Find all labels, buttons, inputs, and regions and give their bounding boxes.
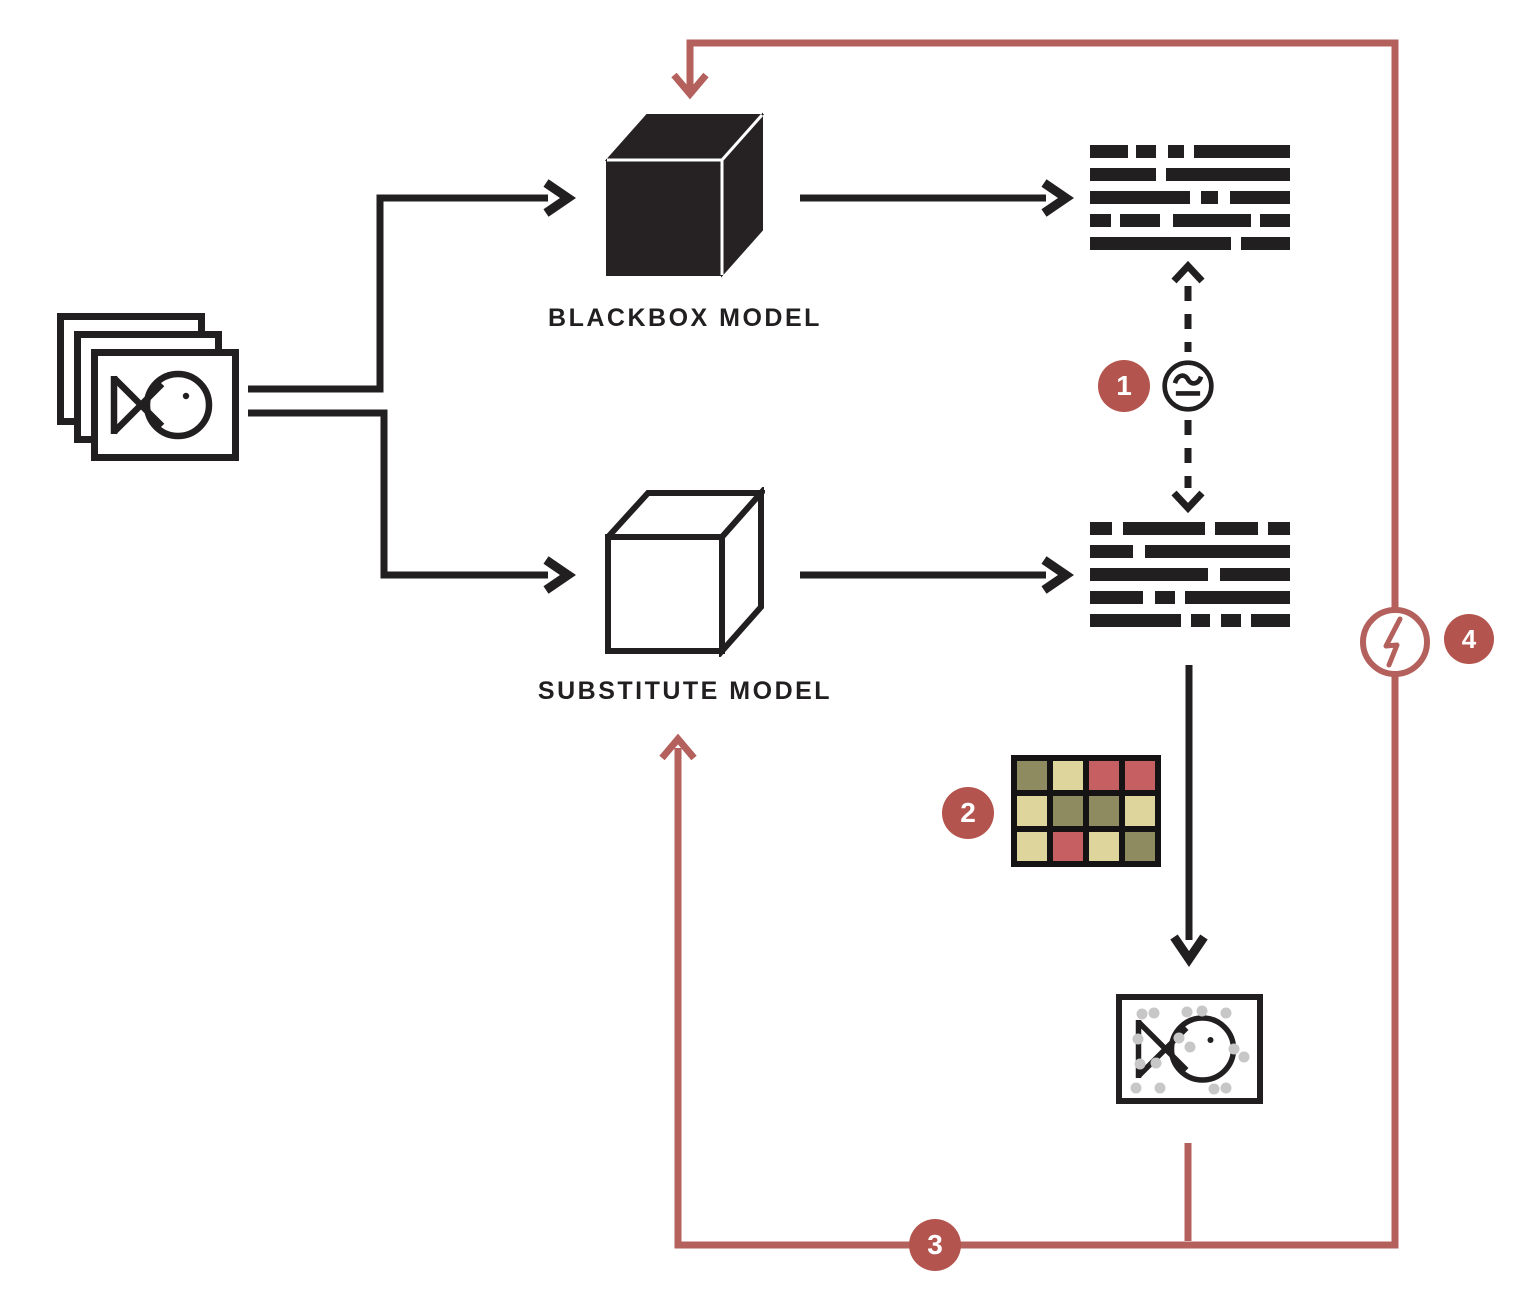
substitute-model-label: SUBSTITUTE MODEL — [537, 677, 833, 705]
noise-dot — [1148, 1007, 1160, 1019]
noise-dot — [1228, 1043, 1240, 1055]
text-bar-row — [1090, 168, 1290, 181]
perturbation-heatmap — [1011, 755, 1161, 867]
text-bar-row — [1090, 568, 1290, 581]
noise-dot — [1220, 1007, 1232, 1019]
text-bar-row — [1090, 591, 1290, 604]
text-bar-row — [1090, 191, 1290, 204]
step-1-badge: 1 — [1098, 360, 1150, 412]
text-bar-row — [1090, 614, 1290, 627]
heatmap-cell-olive — [1125, 831, 1155, 861]
noise-dot — [1150, 1057, 1162, 1069]
image-frame-front — [91, 349, 239, 461]
noise-dot — [1184, 1041, 1195, 1053]
input-to-substitute-connector — [248, 409, 548, 579]
noise-dot — [1181, 1006, 1193, 1018]
arrowhead-icon — [659, 733, 697, 761]
arrowhead-icon — [543, 556, 576, 594]
arrowhead-icon — [1041, 556, 1074, 594]
text-bar-row — [1090, 214, 1290, 227]
noise-dot — [1238, 1051, 1249, 1063]
arrowhead-icon — [1171, 260, 1205, 284]
heatmap-cell-olive — [1017, 761, 1047, 791]
noise-dot — [1132, 1033, 1144, 1045]
fish-icon — [110, 370, 213, 440]
heatmap-cell-olive — [1053, 796, 1083, 826]
approx-equal-icon — [1160, 358, 1216, 414]
heatmap-cell-khaki — [1017, 796, 1047, 826]
noise-dot — [1220, 1082, 1232, 1094]
substitute-output-text — [1090, 522, 1290, 627]
noise-dot — [1130, 1082, 1141, 1094]
noise-dot — [1154, 1082, 1166, 1094]
text-bar-row — [1090, 545, 1290, 558]
heatmap-cell-khaki — [1017, 831, 1047, 861]
heatmap-cell-olive — [1089, 796, 1119, 826]
arrowhead-icon — [1170, 934, 1208, 967]
lightning-bolt-icon — [1360, 607, 1430, 677]
noise-dot — [1208, 1083, 1220, 1095]
arrowhead-icon — [1041, 179, 1074, 217]
noise-dot — [1136, 1008, 1148, 1020]
heatmap-cell-red — [1089, 761, 1119, 791]
noise-dot — [1134, 1058, 1146, 1070]
heatmap-cell-red — [1053, 831, 1083, 861]
text-bar-row — [1090, 237, 1290, 250]
arrowhead-icon — [543, 179, 576, 217]
blackbox-output-text — [1090, 145, 1290, 250]
step-2-badge: 2 — [942, 787, 994, 839]
noise-dot — [1173, 1032, 1185, 1044]
text-bar-row — [1090, 145, 1290, 158]
text-bar-row — [1090, 522, 1290, 535]
heatmap-cell-khaki — [1125, 796, 1155, 826]
arrowhead-icon — [671, 72, 709, 100]
heatmap-cell-khaki — [1053, 761, 1083, 791]
arrowhead-icon — [1171, 490, 1205, 514]
heatmap-cell-red — [1125, 761, 1155, 791]
adversarial-image — [1116, 994, 1263, 1104]
blackbox-model-icon — [604, 110, 765, 285]
heatmap-cell-khaki — [1089, 831, 1119, 861]
step-3-badge: 3 — [909, 1219, 961, 1271]
noise-dot — [1196, 1005, 1208, 1017]
substitute-model-icon — [601, 485, 768, 662]
step-4-badge: 4 — [1444, 614, 1494, 664]
blackbox-model-label: BLACKBOX MODEL — [548, 304, 822, 332]
input-to-blackbox-connector — [248, 194, 548, 393]
noise-dot-layer — [1122, 1000, 1257, 1098]
